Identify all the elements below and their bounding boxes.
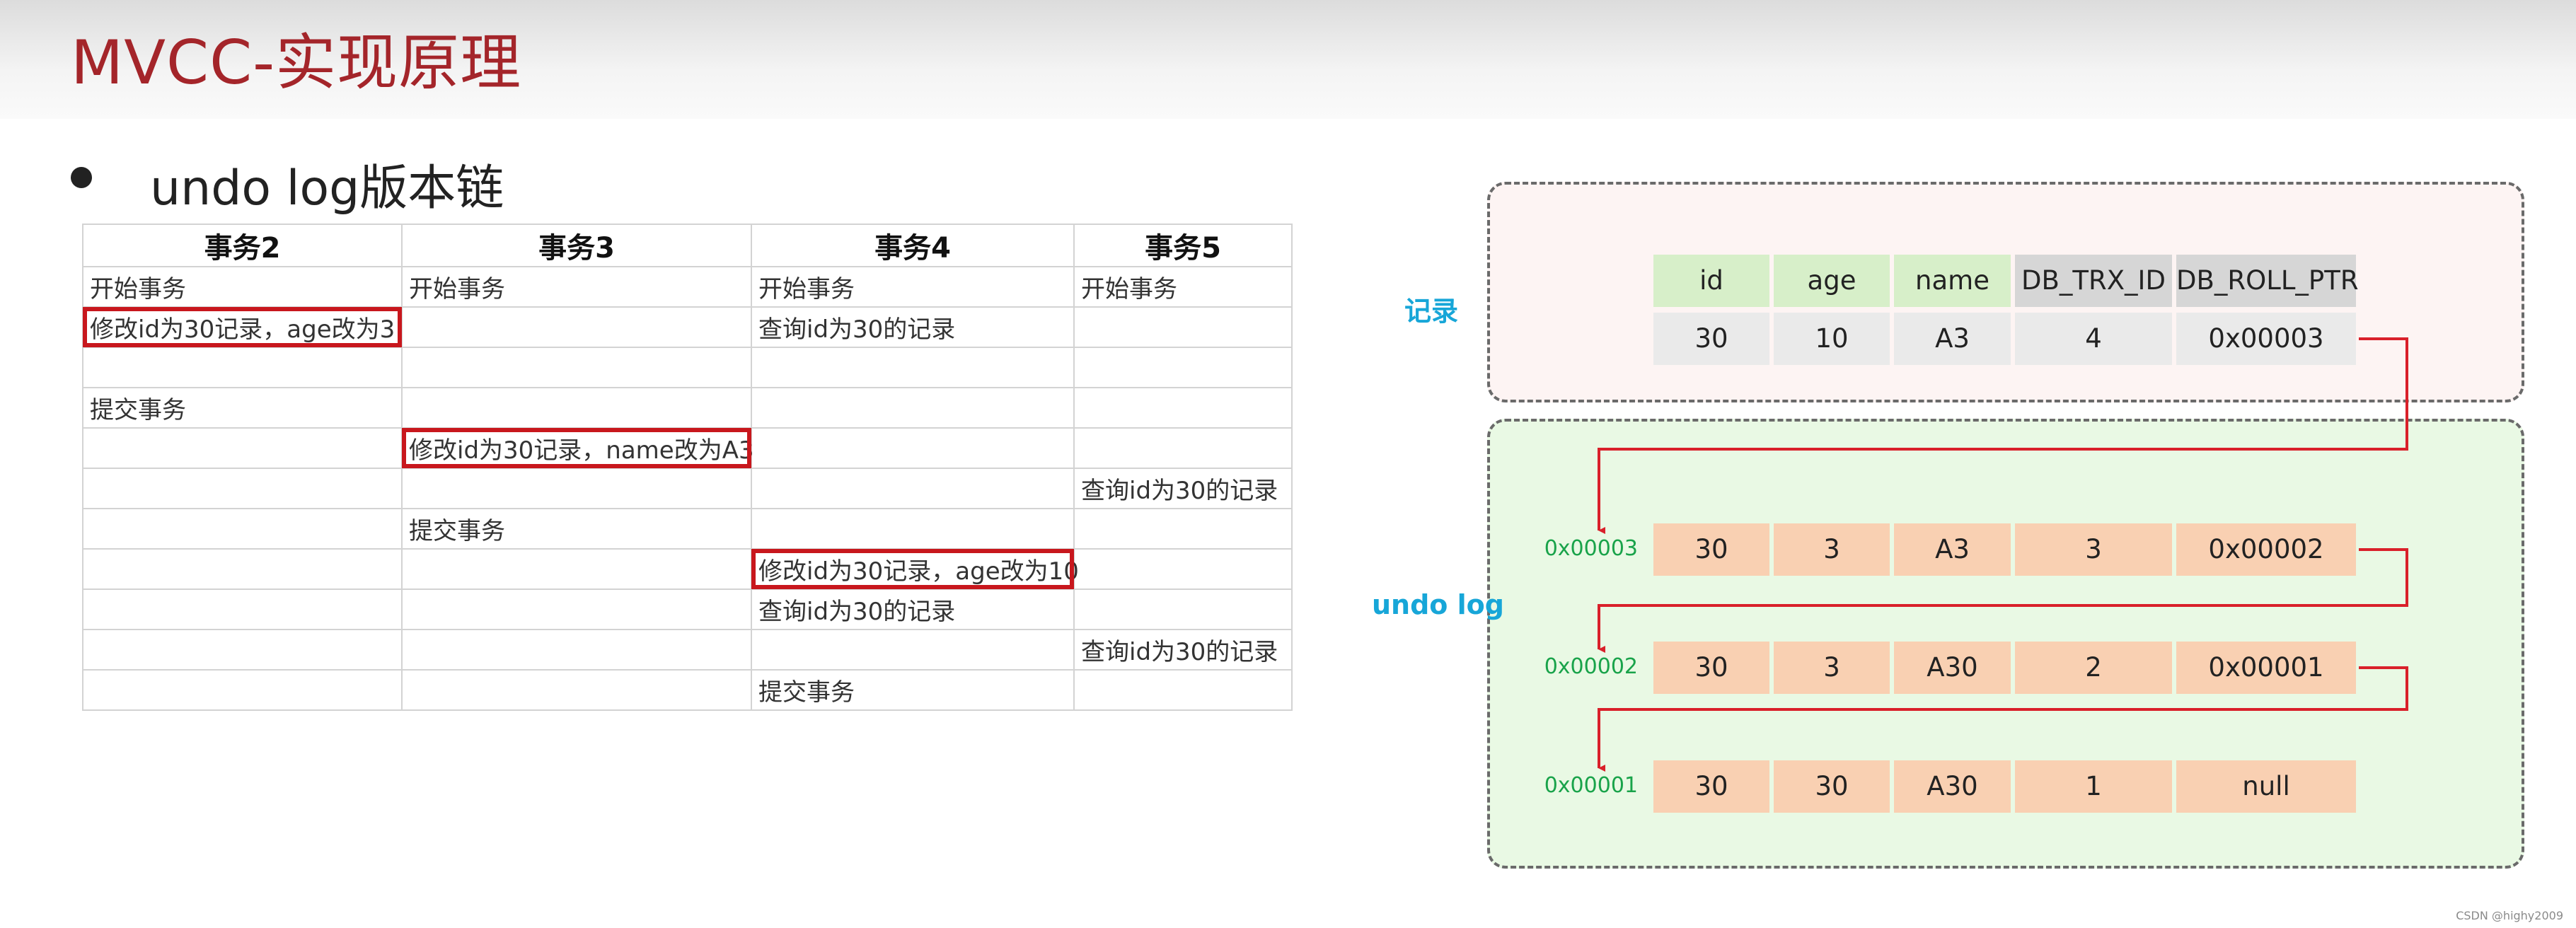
txn-row [82,347,1293,388]
txn-cell: 查询id为30的记录 [751,306,1075,348]
undo-cell: 3 [2015,523,2172,576]
txn-cell [401,347,752,388]
txn-cell [1073,588,1293,630]
txn-cell: 开始事务 [401,266,752,308]
slide-header [0,0,2576,119]
record-cell: 4 [2015,313,2172,365]
txn-row: 提交事务 [82,508,1293,550]
txn-row: 开始事务开始事务开始事务开始事务 [82,266,1293,308]
txn-cell-highlighted: 修改id为30记录，age改为3 [82,306,403,348]
undo-cell: 30 [1774,760,1890,813]
txn-cell [401,306,752,348]
txn-row: 查询id为30的记录 [82,629,1293,671]
txn-cell: 查询id为30的记录 [1073,468,1293,509]
record-cell: A3 [1894,313,2011,365]
column-header: name [1894,255,2011,307]
txn-cell: 提交事务 [401,508,752,550]
txn-header-2: 事务3 [401,224,752,267]
undo-cell: 0x00001 [2176,642,2356,694]
column-header: DB_ROLL_PTR [2176,255,2359,307]
undo-cell: 3 [1774,523,1890,576]
txn-cell-highlighted: 修改id为30记录，name改为A3 [401,427,754,469]
undo-cell: 30 [1653,760,1769,813]
record-cell: 0x00003 [2176,313,2356,365]
undo-cell: A30 [1894,642,2011,694]
txn-cell [751,468,1075,509]
txn-cell [751,347,1075,388]
bullet-text: undo log版本链 [150,161,504,216]
txn-cell [1073,669,1293,711]
txn-cell [401,387,752,429]
watermark: CSDN @highy2009 [2456,909,2563,922]
txn-cell [751,629,1075,671]
txn-row: 修改id为30记录，name改为A3 [82,427,1293,469]
txn-cell: 开始事务 [1073,266,1293,308]
txn-cell [82,468,403,509]
txn-cell [1073,548,1293,590]
txn-cell [1073,347,1293,388]
txn-cell [401,588,752,630]
record-cell: 10 [1774,313,1890,365]
txn-cell: 提交事务 [82,387,403,429]
undo-address-label: 0x00001 [1544,773,1638,798]
roll-pointer-arrow [1598,337,2408,534]
undo-cell: 30 [1653,642,1769,694]
txn-cell [751,387,1075,429]
roll-pointer-arrow [1598,666,2408,772]
txn-cell [82,427,403,469]
undo-cell: 30 [1653,523,1769,576]
txn-cell [401,548,752,590]
txn-cell [82,347,403,388]
slide-title: MVCC-实现原理 [71,28,522,98]
txn-cell [401,468,752,509]
txn-header-3: 事务4 [751,224,1075,267]
roll-pointer-arrow [1598,548,2408,653]
txn-cell [751,508,1075,550]
txn-row: 提交事务 [82,669,1293,711]
txn-header-1: 事务2 [82,224,403,267]
undo-log-label: undo log [1372,589,1504,620]
undo-cell: 3 [1774,642,1890,694]
txn-cell [82,508,403,550]
txn-cell: 提交事务 [751,669,1075,711]
txn-cell: 开始事务 [751,266,1075,308]
txn-cell: 开始事务 [82,266,403,308]
undo-cell: A3 [1894,523,2011,576]
txn-cell: 查询id为30的记录 [1073,629,1293,671]
undo-cell: A30 [1894,760,2011,813]
txn-cell [82,548,403,590]
txn-cell-highlighted: 修改id为30记录，age改为10 [751,548,1079,590]
column-header: DB_TRX_ID [2015,255,2172,307]
record-label: 记录 [1404,296,1459,327]
undo-cell: 0x00002 [2176,523,2356,576]
txn-row: 查询id为30的记录 [82,588,1293,630]
txn-cell [1073,387,1293,429]
txn-row: 修改id为30记录，age改为3 查询id为30的记录 [82,306,1293,348]
txn-cell: 查询id为30的记录 [751,588,1075,630]
undo-cell: null [2176,760,2356,813]
txn-cell [82,669,403,711]
txn-cell [1073,306,1293,348]
txn-cell [751,427,1075,469]
txn-cell [401,669,752,711]
undo-address-label: 0x00003 [1544,536,1638,561]
column-header: id [1653,255,1769,307]
txn-cell [1073,508,1293,550]
txn-cell [1073,427,1293,469]
undo-address-label: 0x00002 [1544,654,1638,679]
record-cell: 30 [1653,313,1769,365]
txn-cell [82,588,403,630]
undo-cell: 2 [2015,642,2172,694]
bullet-dot [71,167,92,188]
txn-row: 查询id为30的记录 [82,468,1293,509]
undo-cell: 1 [2015,760,2172,813]
txn-row: 修改id为30记录，age改为10 [82,548,1293,590]
txn-header-4: 事务5 [1073,224,1293,267]
txn-row: 提交事务 [82,387,1293,429]
column-header: age [1774,255,1890,307]
txn-cell [401,629,752,671]
txn-cell [82,629,403,671]
